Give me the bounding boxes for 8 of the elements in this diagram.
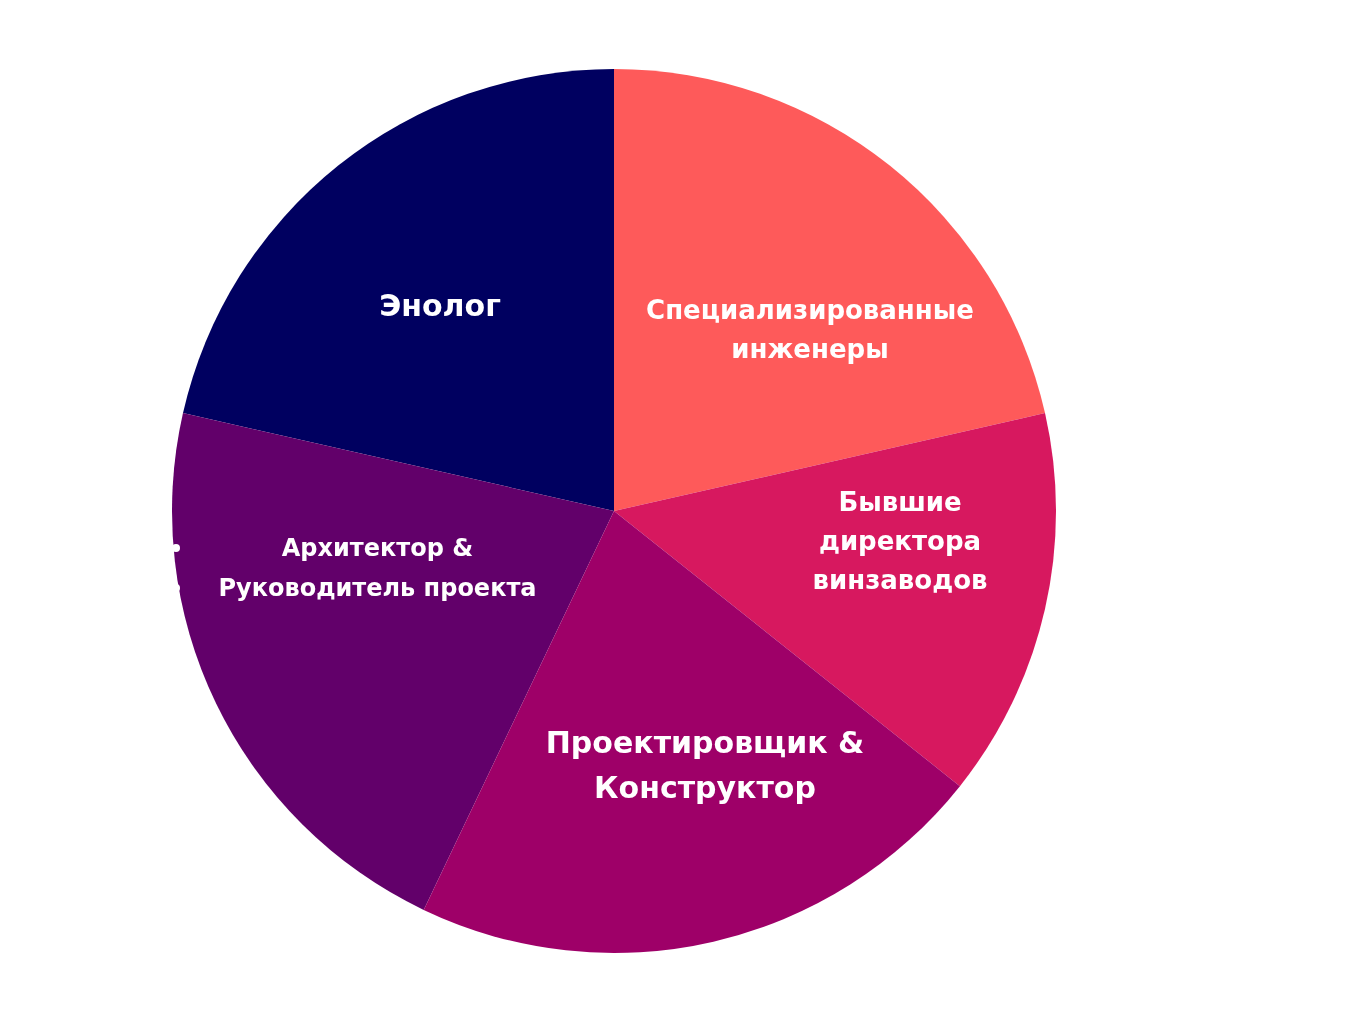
slice-label: Руководитель проекта bbox=[218, 573, 537, 604]
slice-label: Архитектор & bbox=[281, 533, 474, 564]
slice-label: Специализированные инженеры bbox=[645, 294, 975, 366]
pie-slice bbox=[614, 69, 1045, 511]
slice-label: Энолог bbox=[379, 286, 501, 325]
slice-label: Бывшие директора винзаводов bbox=[811, 486, 989, 597]
pie-slice bbox=[183, 69, 614, 511]
slice-label: Проектировщик & Конструктор bbox=[544, 724, 866, 807]
